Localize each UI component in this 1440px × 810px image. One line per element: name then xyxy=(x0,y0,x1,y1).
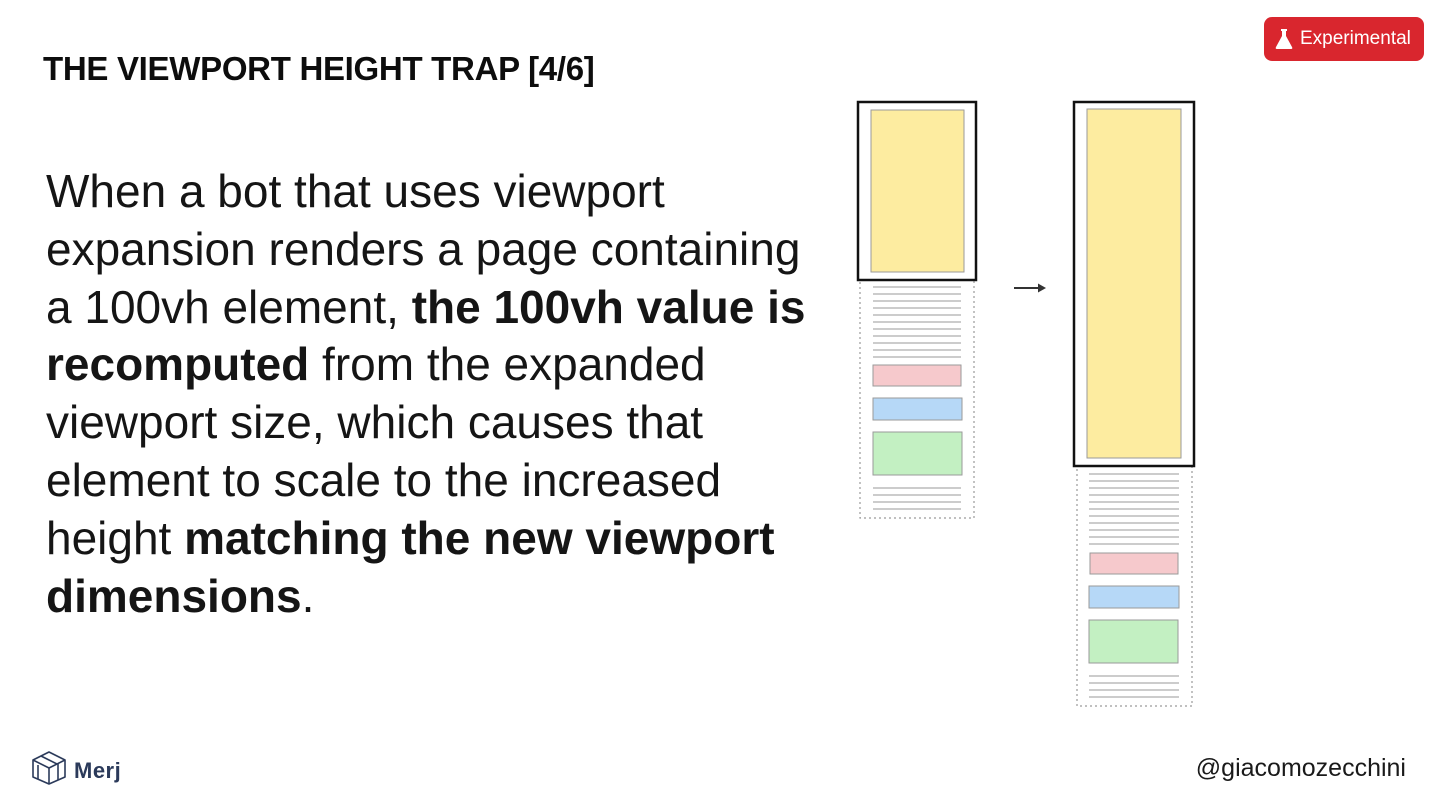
experimental-badge: Experimental xyxy=(1264,17,1424,61)
body-text-bold-2: matching the new viewport dimensions xyxy=(46,511,775,622)
after-red-block xyxy=(1089,552,1179,575)
after-page-diagram xyxy=(1072,100,1196,707)
cube-logo-icon xyxy=(30,750,68,791)
badge-label: Experimental xyxy=(1300,28,1411,49)
after-text-lines xyxy=(1089,473,1179,545)
body-text-part-1: When a bot that uses viewport expansion … xyxy=(46,165,801,333)
before-red-block xyxy=(872,364,962,387)
merj-logo: Merj xyxy=(30,750,121,791)
body-text-bold-1: the 100vh value is recomputed xyxy=(46,280,806,391)
before-page-diagram xyxy=(856,100,978,519)
slide-body-text: When a bot that uses viewport expansion … xyxy=(46,163,826,625)
before-green-block xyxy=(872,431,963,476)
body-text-part-2: from the expanded viewport size, which c… xyxy=(46,338,722,564)
arrow-right-icon xyxy=(1014,283,1046,293)
logo-text: Merj xyxy=(74,757,122,783)
body-text-part-3: . xyxy=(301,569,315,622)
after-green-block xyxy=(1088,619,1179,664)
after-100vh-element xyxy=(1086,108,1182,459)
before-100vh-element xyxy=(870,109,965,273)
flask-icon xyxy=(1274,27,1296,51)
author-handle: @giacomozecchini xyxy=(1195,754,1406,782)
after-page-outline xyxy=(1076,465,1193,707)
slide-title: THE VIEWPORT HEIGHT TRAP [4/6] xyxy=(43,50,595,87)
before-text-lines xyxy=(873,286,961,358)
before-blue-block xyxy=(872,397,963,421)
after-blue-block xyxy=(1088,585,1180,609)
before-footer-lines xyxy=(873,487,961,510)
viewport-expansion-diagram xyxy=(856,100,1196,707)
after-footer-lines xyxy=(1089,675,1179,698)
